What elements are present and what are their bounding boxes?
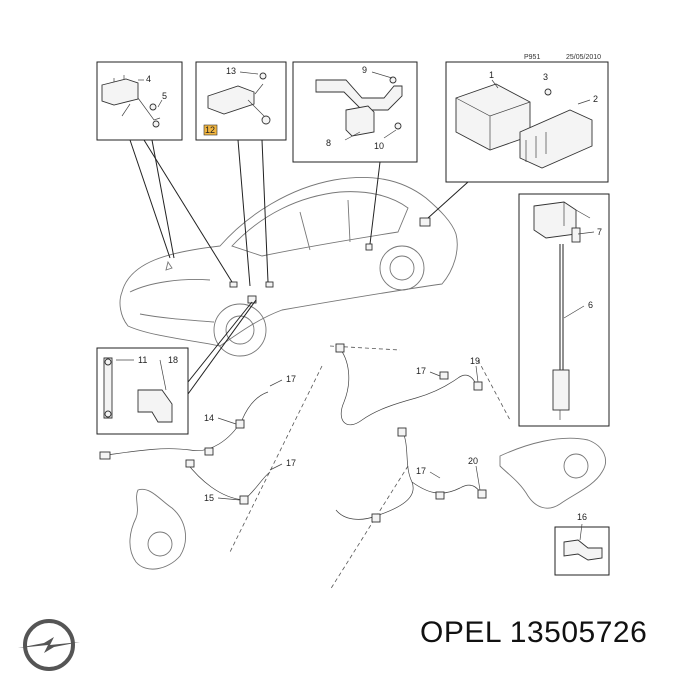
vehicle-outline [119, 177, 458, 357]
part-caption: OPEL 13505726 [420, 616, 647, 650]
diagram-code: P951 [524, 54, 540, 61]
callout-14: 14 [204, 413, 214, 423]
detail-box-6-7: 7 6 [518, 193, 610, 427]
leader-lines [129, 139, 469, 395]
part-number: 13505726 [509, 616, 648, 649]
detail-box-8-9-10: 9 8 10 [292, 61, 418, 163]
callout-9: 9 [362, 65, 367, 75]
callout-3: 3 [543, 72, 548, 82]
callout-2: 2 [593, 94, 598, 104]
detail-box-4-5: 4 5 [96, 61, 183, 141]
callout-17-d: 17 [416, 466, 426, 476]
callout-19: 19 [470, 356, 480, 366]
sensor-group-left: 17 14 17 15 [99, 365, 323, 570]
callout-17-c: 17 [416, 366, 426, 376]
callout-15: 15 [204, 493, 214, 503]
callout-8: 8 [326, 138, 331, 148]
callout-1: 1 [489, 70, 494, 80]
detail-box-1-2-3: 1 3 2 [445, 61, 609, 183]
diagram-date: 25/05/2010 [566, 54, 601, 61]
highlight-12 [203, 124, 218, 136]
sensor-group-right: 17 19 17 20 [329, 343, 606, 591]
opel-logo-icon [18, 619, 80, 671]
callout-17-b: 17 [286, 458, 296, 468]
detail-box-16: 16 [554, 512, 610, 576]
detail-box-11-18: 11 18 [96, 347, 189, 435]
callout-12: 12 [205, 125, 215, 135]
callout-10: 10 [374, 141, 384, 151]
callout-7: 7 [597, 227, 602, 237]
callout-20: 20 [468, 456, 478, 466]
detail-box-12-13: 13 12 [195, 61, 287, 141]
callout-4: 4 [146, 74, 151, 84]
callout-6: 6 [588, 300, 593, 310]
callout-17-a: 17 [286, 374, 296, 384]
callout-5: 5 [162, 91, 167, 101]
callout-13: 13 [226, 66, 236, 76]
callout-11: 11 [138, 355, 147, 365]
callout-16: 16 [577, 512, 587, 522]
brand-name: OPEL [420, 616, 501, 649]
callout-18: 18 [168, 355, 178, 365]
